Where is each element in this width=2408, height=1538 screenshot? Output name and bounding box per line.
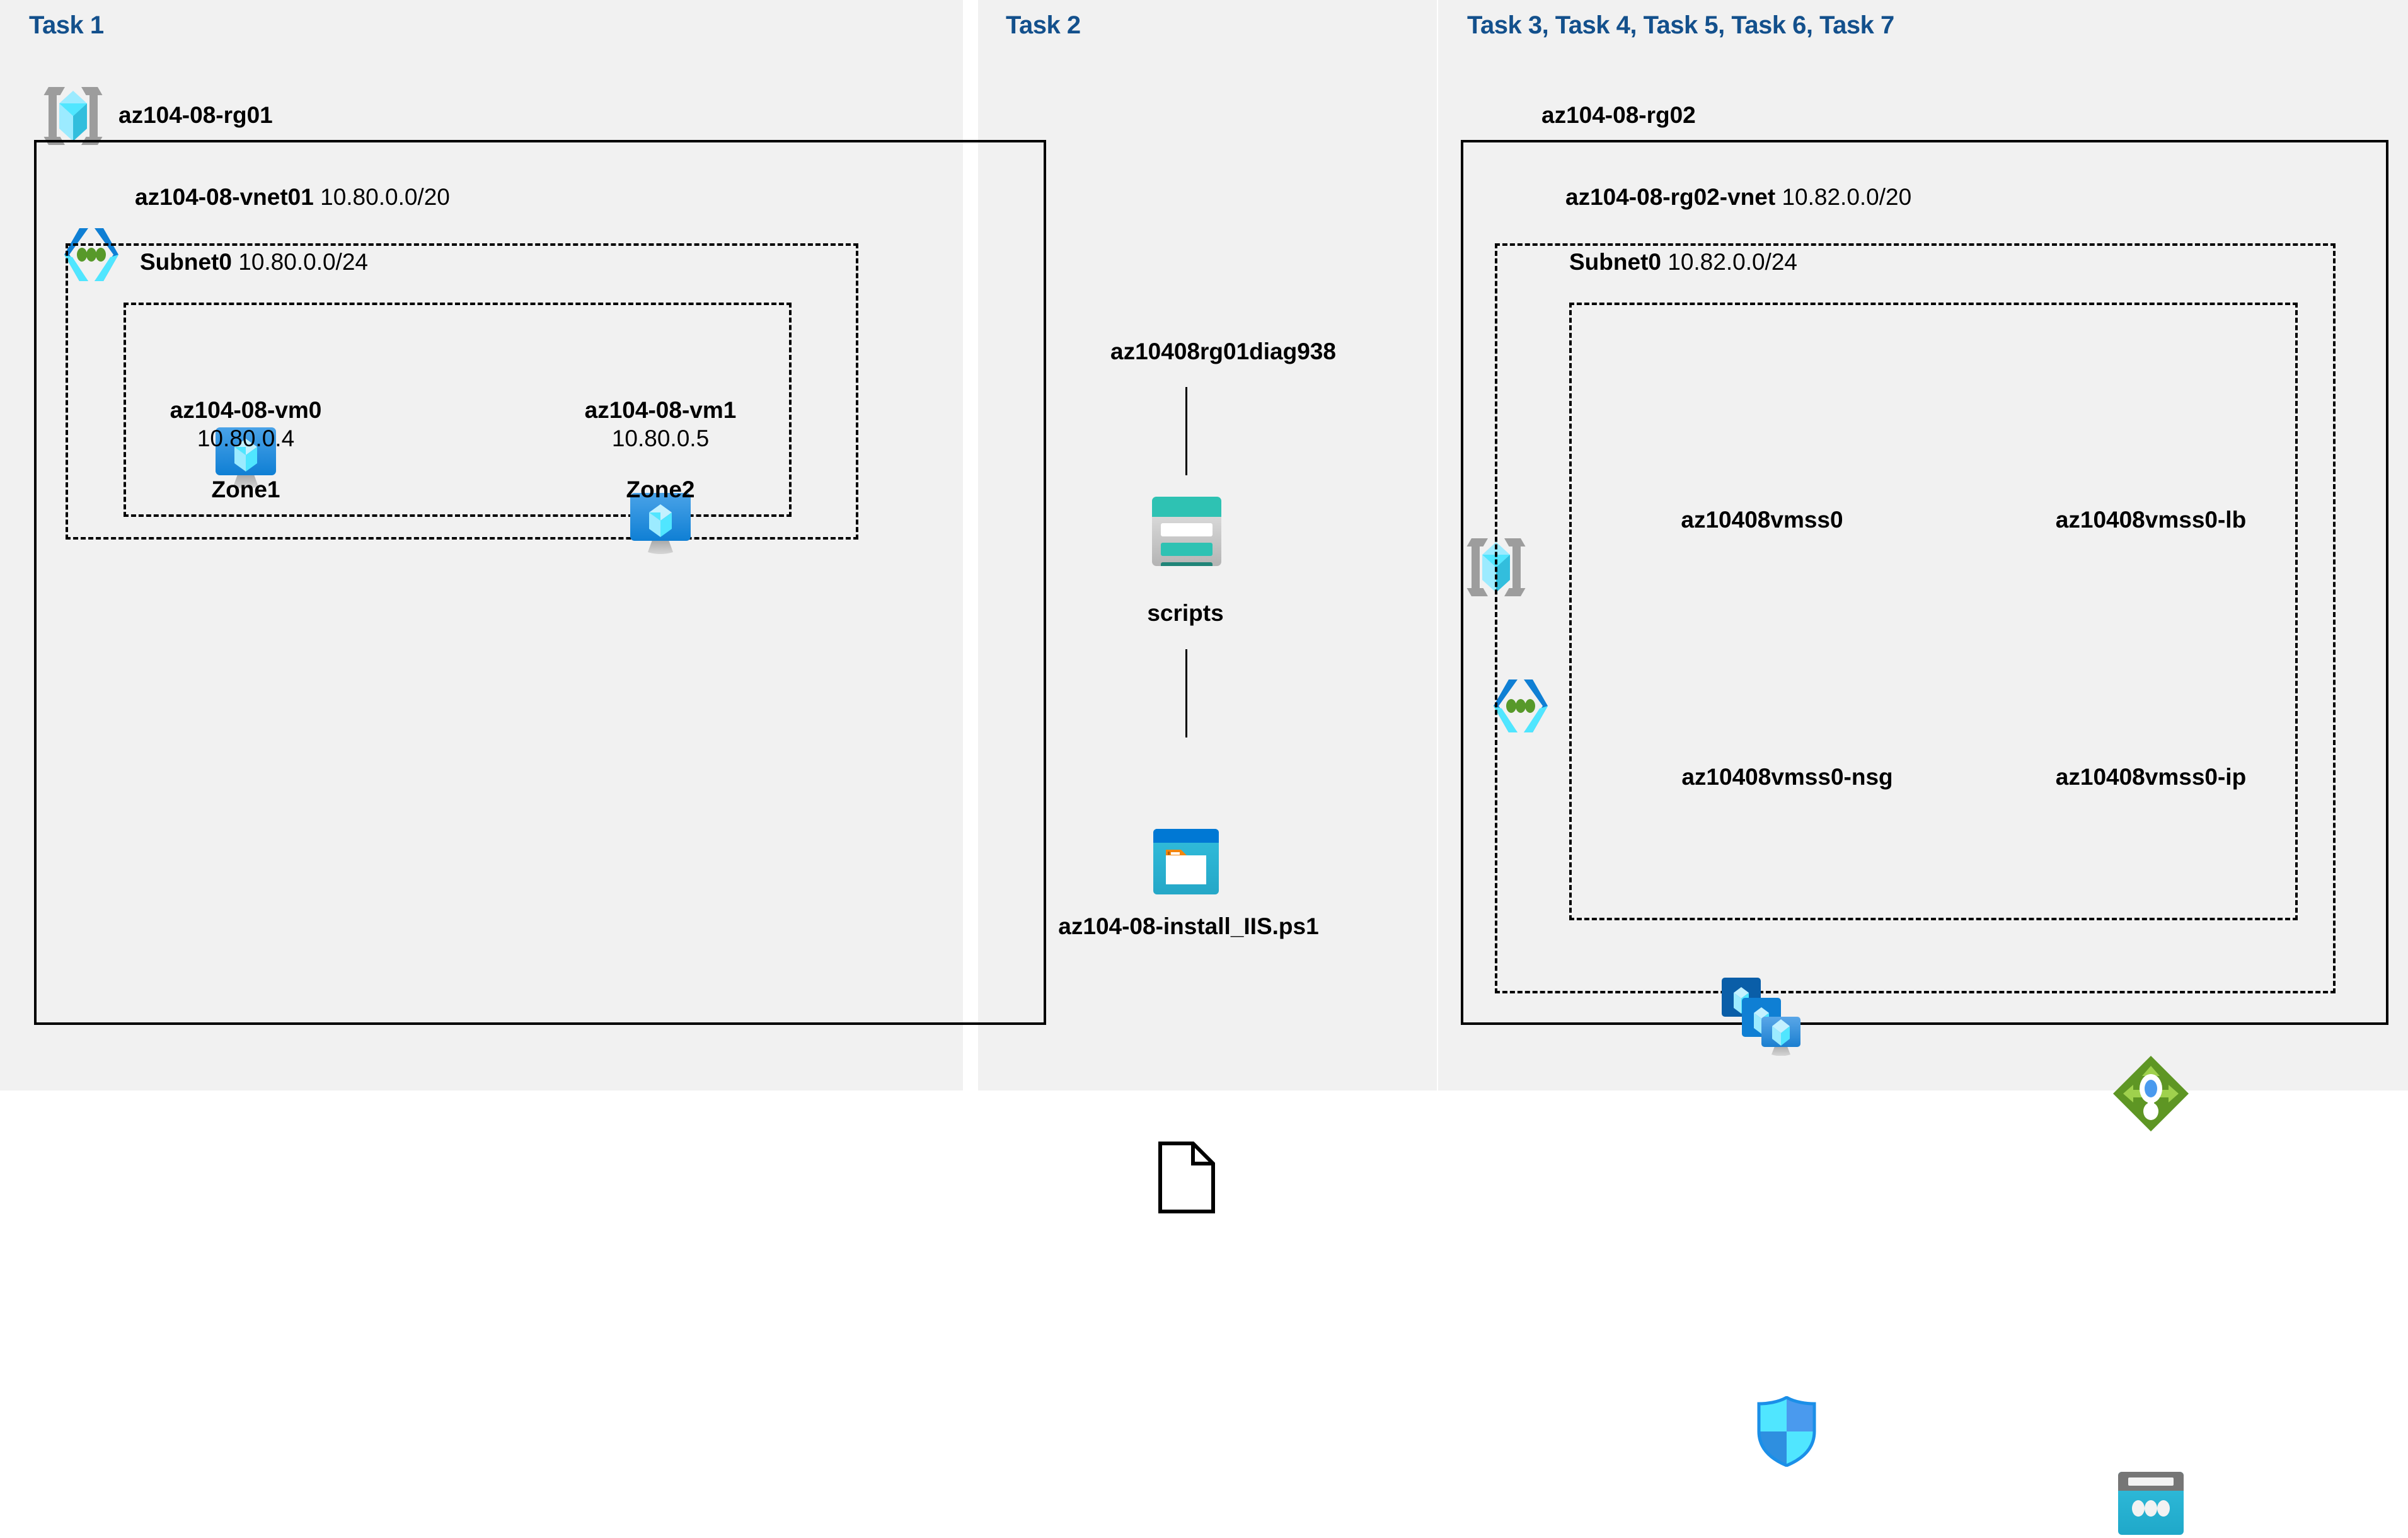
rg02-name: az104-08-rg02 — [1541, 102, 1696, 128]
zone-group-box-task1 — [124, 303, 792, 517]
subnet-box-task1 — [66, 243, 858, 540]
blob-container-name: scripts — [1147, 600, 1224, 626]
resource-group-label-rg02: az104-08-rg02 — [1541, 102, 1696, 129]
vm1-zone: Zone2 — [626, 477, 695, 503]
vnet-box-task1 — [34, 140, 1046, 1025]
subnet-label-task1: Subnet0 10.80.0.0/24 — [140, 249, 368, 275]
panel-task1-background — [0, 0, 963, 1090]
subnet-box-task3 — [1495, 243, 2336, 993]
script-file-node: az104-08-install_IIS.ps1 — [981, 912, 1397, 940]
storage-account-name: az10408rg01diag938 — [1110, 338, 1336, 364]
task3-title: Task 3, Task 4, Task 5, Task 6, Task 7 — [1467, 11, 1894, 39]
vm-node-1: az104-08-vm1 10.80.0.5 Zone2 — [534, 396, 786, 503]
vm0-name: az104-08-vm0 — [170, 397, 322, 423]
virtual-machine-icon — [216, 427, 276, 493]
resource-group-cube-icon — [59, 91, 87, 141]
subnet-name-task3: Subnet0 — [1569, 249, 1661, 275]
blob-container-icon — [1153, 829, 1219, 894]
network-security-group-icon — [1756, 1396, 1817, 1467]
vmss-node: az10408vmss0 — [1617, 506, 1907, 534]
script-file-name: az104-08-install_IIS.ps1 — [1058, 913, 1319, 939]
vnet-box-task3 — [1461, 140, 2388, 1025]
vnet-name-task1: az104-08-vnet01 — [135, 184, 314, 210]
public-ip-node: az10408vmss0-ip — [2006, 763, 2296, 791]
vmss-name: az10408vmss0 — [1681, 507, 1843, 533]
vnet-cidr-task1: 10.80.0.0/20 — [320, 184, 450, 210]
task2-title: Task 2 — [1006, 11, 1081, 39]
vm-node-0: az104-08-vm0 10.80.0.4 Zone1 — [120, 396, 372, 503]
subnet-cidr-task3: 10.82.0.0/24 — [1668, 249, 1797, 275]
public-ip-name: az10408vmss0-ip — [2055, 764, 2247, 790]
virtual-network-icon — [1494, 678, 1548, 734]
resource-group-inner-box-task3 — [1569, 303, 2298, 920]
load-balancer-icon — [2113, 1056, 2189, 1131]
blob-container-node: scripts — [1018, 599, 1352, 627]
vm1-ip: 10.80.0.5 — [611, 425, 710, 452]
connector-storage-to-blob — [1185, 387, 1187, 475]
vnet-label-task3: az104-08-rg02-vnet 10.82.0.0/20 — [1565, 184, 1911, 211]
vm1-name: az104-08-vm1 — [584, 397, 737, 423]
vnet-name-task3: az104-08-rg02-vnet — [1565, 184, 1776, 210]
connector-blob-to-file — [1185, 649, 1187, 737]
nsg-name: az10408vmss0-nsg — [1681, 764, 1893, 790]
resource-group-label-rg01: az104-08-rg01 — [118, 102, 273, 129]
virtual-network-icon — [64, 227, 118, 282]
rg01-name: az104-08-rg01 — [118, 102, 273, 128]
task1-title: Task 1 — [29, 11, 104, 39]
script-file-icon — [1158, 1142, 1215, 1213]
nsg-node: az10408vmss0-nsg — [1617, 763, 1957, 791]
subnet-name-task1: Subnet0 — [140, 249, 232, 275]
resource-group-cube-icon — [1482, 542, 1510, 593]
storage-account-icon — [1152, 497, 1221, 575]
public-ip-address-icon — [2118, 1472, 2184, 1535]
vm0-zone: Zone1 — [211, 477, 280, 503]
load-balancer-node: az10408vmss0-lb — [2006, 506, 2296, 534]
panel-task3-background — [1438, 0, 2408, 1090]
resource-group-icon — [1466, 538, 1526, 596]
subnet-label-task3: Subnet0 10.82.0.0/24 — [1569, 249, 1797, 275]
storage-account-node: az10408rg01diag938 — [1018, 337, 1428, 366]
vm0-ip: 10.80.0.4 — [197, 425, 295, 452]
vnet-label-task1: az104-08-vnet01 10.80.0.0/20 — [135, 184, 450, 211]
vm-scale-set-icon — [1722, 978, 1802, 1056]
resource-group-icon — [43, 87, 103, 145]
virtual-machine-icon — [630, 493, 691, 558]
subnet-cidr-task1: 10.80.0.0/24 — [238, 249, 368, 275]
vnet-cidr-task3: 10.82.0.0/20 — [1782, 184, 1912, 210]
load-balancer-name: az10408vmss0-lb — [2055, 507, 2247, 533]
